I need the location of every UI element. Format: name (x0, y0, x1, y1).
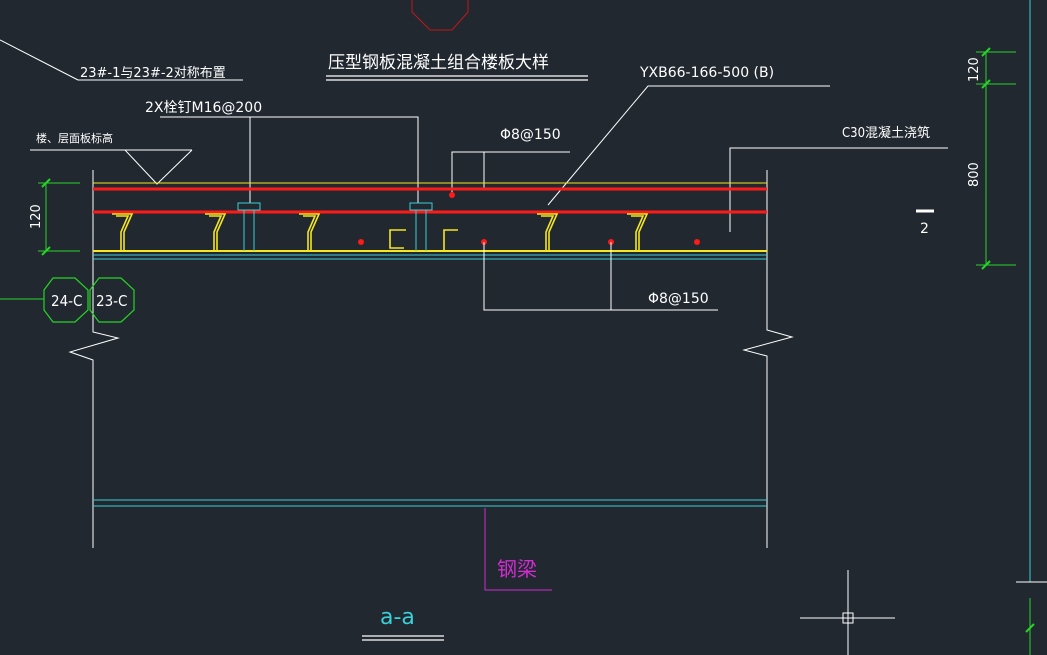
deck-lap-hook (443, 229, 458, 250)
stud-leader (160, 116, 419, 203)
rebar-dot (694, 239, 700, 245)
top-rebar-label: Φ8@150 (500, 127, 561, 143)
axis-mark-24c: 24-C (51, 292, 82, 310)
top-hexagon-symbol (411, 0, 469, 31)
section-outline (68, 170, 794, 548)
axis-circle-23c[interactable] (89, 277, 135, 323)
stud-head (409, 202, 433, 211)
deck-lap-hook (389, 229, 406, 249)
ref-note-leader (0, 39, 79, 81)
axis-mark-23c: 23-C (96, 292, 127, 310)
shear-studs (237, 202, 433, 251)
deck-rib (299, 213, 321, 250)
rebar-dot (449, 192, 455, 198)
deck-label: YXB66-166-500 (B) (639, 65, 774, 81)
cad-cursor-crosshair[interactable] (800, 570, 895, 655)
stud-head (237, 202, 261, 211)
bottom-rebar-label: Φ8@150 (648, 291, 709, 307)
stud-label: 2X栓钉M16@200 (145, 100, 262, 116)
deck-rib (205, 213, 227, 250)
drawing-title: 压型钢板混凝土组合楼板大样 (328, 53, 549, 73)
deck-leader (547, 85, 830, 206)
concrete-leader (729, 147, 948, 232)
frame-dimension-bottom (1025, 598, 1035, 655)
side-mark: 2 (920, 221, 929, 237)
slab-dimension-left-value: 120 (29, 204, 44, 229)
beam-label: 钢梁 (497, 557, 537, 581)
deck-rib (537, 213, 559, 250)
deck-ribs (112, 213, 649, 250)
right-dimension-top: 120 (967, 57, 982, 82)
rebar-dots (358, 192, 700, 245)
section-label: a-a (380, 605, 415, 630)
top-rebar-leader (451, 151, 570, 193)
elevation-triangle (124, 149, 193, 185)
beam-leader (484, 508, 552, 591)
right-dimension-main: 800 (967, 162, 982, 187)
slab-dimension-left (38, 178, 80, 256)
bottom-rebar-leader (483, 242, 718, 311)
rebar-dot (358, 239, 364, 245)
elevation-label: 楼、层面板标高 (36, 131, 113, 145)
right-dimension-chain (976, 47, 1016, 270)
axis-circle-24c[interactable] (43, 277, 89, 323)
deck-rib (112, 213, 134, 250)
ref-note: 23#-1与23#-2对称布置 (80, 66, 226, 81)
deck-rib (627, 213, 649, 250)
concrete-label: C30混凝土浇筑 (842, 125, 930, 141)
